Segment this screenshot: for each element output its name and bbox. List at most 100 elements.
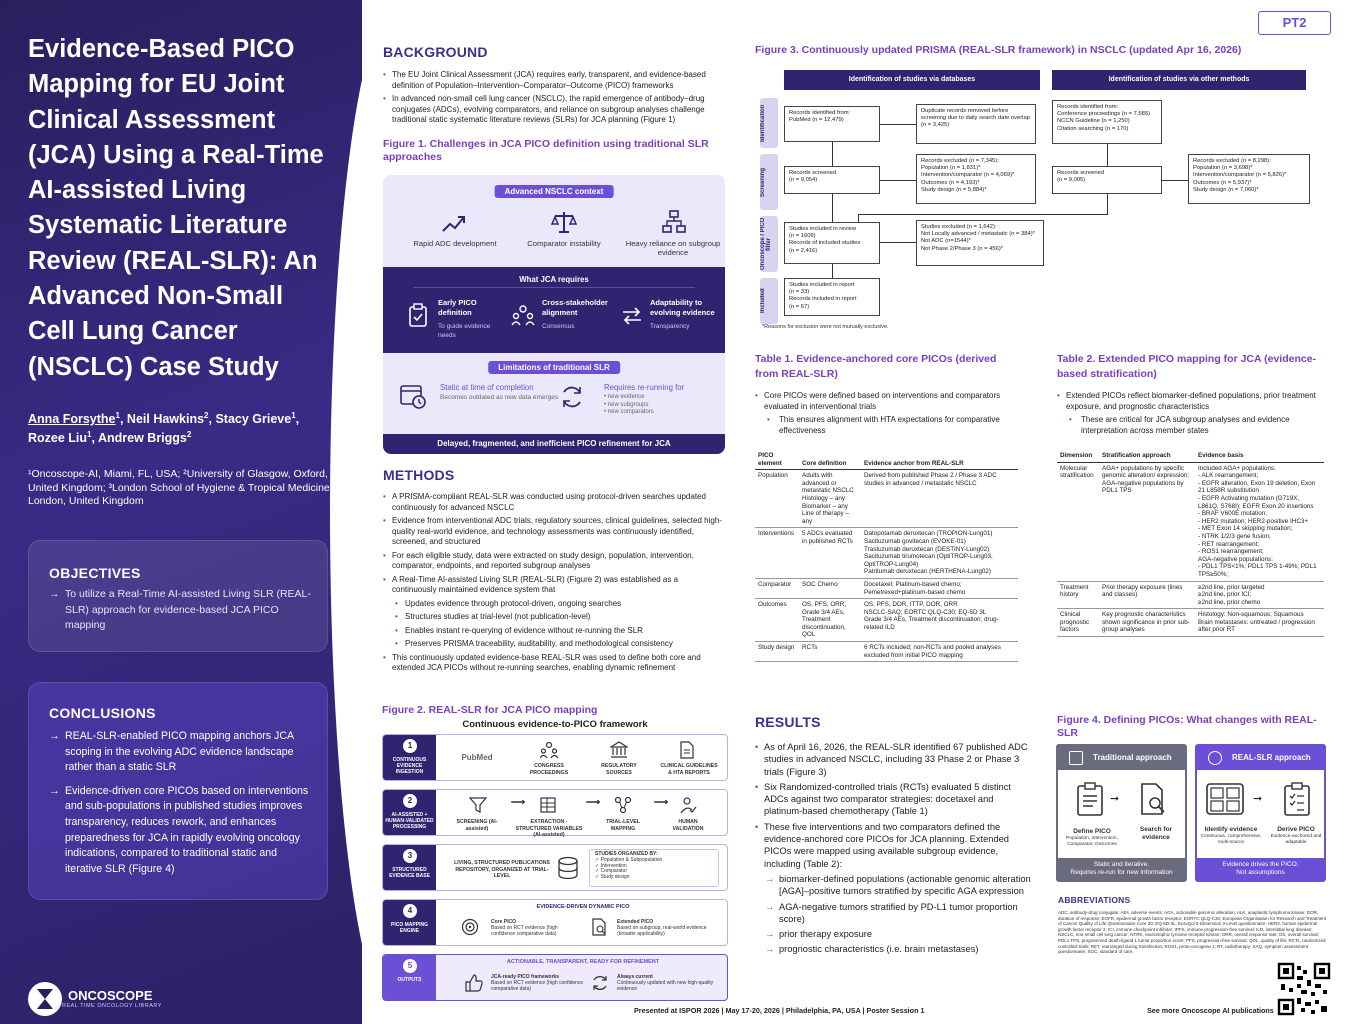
organized-item: ✓ Population & Subpopulation — [595, 856, 663, 863]
organized-label: STUDIES ORGANIZED BY: — [595, 851, 658, 857]
background-list: The EU Joint Clinical Assessment (JCA) r… — [383, 70, 723, 129]
methods-subitem: Enables instant re-querying of evidence … — [383, 626, 723, 637]
logo-name: ONCOSCOPE — [68, 988, 153, 1003]
oncoscope-logo: ONCOSCOPE REAL TIME ONCOLOGY LIBRARY — [28, 982, 162, 1016]
organized-item: ✓ Study design — [595, 874, 630, 881]
figure2-subtitle: Continuous evidence-to-PICO framework — [462, 719, 648, 730]
limits-pill: Limitations of traditional SLR — [488, 361, 620, 374]
author-name: Stacy Grieve — [215, 412, 292, 427]
framework-row: AI-ASSISTED + HUMAN-VALIDATED PROCESSING… — [382, 789, 728, 838]
process-label: SCREENING (AI-assisted) — [456, 819, 498, 832]
table-cell: Derived from published Phase 2 / Phase 3… — [861, 469, 1018, 529]
balance-scale-icon — [551, 212, 577, 233]
table-cell: Population — [755, 469, 799, 529]
calendar-clock-icon — [400, 385, 426, 409]
step-title: Derive PICO — [1277, 826, 1315, 833]
table-cell: Histology: Non-squamous; Squamous Brain … — [1195, 608, 1324, 638]
extended-pico-title: Extended PICO — [617, 919, 654, 925]
requirement-title: Early PICO definition — [438, 298, 477, 317]
arrow-icon: ➞ — [1253, 793, 1263, 805]
table-row: Study design RCTs 6 RCTs included; non-R… — [755, 641, 1018, 663]
see-more-link[interactable]: See more Oncoscope AI publications — [1147, 1006, 1274, 1015]
context-pill: Advanced NSCLC context — [494, 185, 614, 198]
swap-arrows-icon — [623, 307, 641, 325]
conclusion-item: REAL-SLR-enabled PICO mapping anchors JC… — [49, 729, 313, 776]
methods-list: A PRISMA-compliant REAL-SLR was conducte… — [383, 492, 723, 677]
table-row: Clinical prognostic factors Key prognost… — [1057, 608, 1324, 638]
results-item: Six Randomized-controlled trials (RCTs) … — [755, 781, 1031, 818]
column-header: Evidence basis — [1195, 450, 1324, 463]
output-title: JCA-ready PICO frameworks — [491, 974, 560, 980]
table-row: Treatment history Prior therapy exposure… — [1057, 581, 1324, 610]
author-list: Anna Forsythe1, Neil Hawkins2, Stacy Gri… — [28, 411, 300, 446]
figure3-title: Figure 3. Continuously updated PRISMA (R… — [755, 44, 1242, 56]
limitation: Static at time of completion Becomes out… — [440, 383, 560, 402]
figure2: CONTINUOUS EVIDENCE INGESTION 1 PubMed C… — [382, 734, 728, 1016]
conclusions-heading: CONCLUSIONS — [49, 705, 156, 721]
connector — [832, 194, 833, 222]
requirement-sub: Transparency — [650, 323, 690, 330]
arrow-icon: ⟶ — [585, 797, 601, 808]
table-cell: ≥2nd line, prior targeted ≥2nd line, pri… — [1195, 581, 1324, 610]
people-icon — [511, 305, 535, 326]
column-header: Evidence anchor from REAL-SLR — [861, 450, 1018, 471]
hourglass-icon — [28, 982, 62, 1016]
figure2-title: Figure 2. REAL-SLR for JCA PICO mapping — [382, 704, 598, 716]
logo-tagline: REAL TIME ONCOLOGY LIBRARY — [62, 1003, 162, 1009]
requirement-sub: Consensus — [542, 323, 575, 330]
presentation-footer: Presented at ISPOR 2026 | May 17-20, 202… — [634, 1006, 925, 1015]
prisma-box: Studies included in review (n = 1609) Re… — [784, 222, 880, 264]
outputs-label: ACTIONABLE, TRANSPARENT, READY FOR REFIN… — [506, 959, 660, 965]
poster-code-badge: PT2 — [1258, 11, 1331, 35]
row-number: 5 — [403, 959, 417, 973]
objectives-box: OBJECTIVES To utilize a Real-Time AI-ass… — [28, 540, 328, 652]
left-panel: Evidence-Based PICO Mapping for EU Joint… — [0, 0, 362, 1024]
approach-header: Traditional approach — [1058, 746, 1185, 770]
table2: Dimension Stratification approach Eviden… — [1057, 450, 1324, 638]
engine-label: EVIDENCE-DRIVEN DYNAMIC PICO — [536, 904, 630, 910]
methods-item: A PRISMA-compliant REAL-SLR was conducte… — [383, 492, 723, 513]
process-label: EXTRACTION - STRUCTURED VARIABLES (AI-as… — [515, 819, 583, 838]
table2-bullet: Extended PICOs reflect biomarker-defined… — [1057, 391, 1327, 412]
framework-row: STRUCTURED EVIDENCE BASE 3 LIVING, STRUC… — [382, 844, 728, 891]
step-sub: Population, Intervention, Comparator, Ou… — [1066, 836, 1118, 847]
connector — [880, 180, 916, 181]
connector — [880, 124, 916, 125]
table-cell: 6 RCTs included; non-RCTs and pooled ana… — [861, 641, 1018, 663]
stage-label: Included — [760, 278, 778, 324]
methods-heading: METHODS — [383, 467, 455, 483]
database-icon — [558, 856, 578, 880]
divider — [413, 287, 695, 288]
author-name: Andrew Briggs — [97, 431, 187, 446]
repository-label: LIVING, STRUCTURED PUBLICATIONS REPOSITO… — [454, 860, 550, 879]
connector — [858, 214, 1108, 215]
table1: PICO element Core definition Evidence an… — [755, 450, 1018, 663]
table2-title: Table 2. Extended PICO mapping for JCA (… — [1057, 353, 1317, 380]
prisma-box: Duplicate records removed before screeni… — [916, 104, 1036, 144]
poster-title: Evidence-Based PICO Mapping for EU Joint… — [28, 35, 324, 381]
stage-label: Screening — [760, 154, 778, 210]
table-cell: Study design — [755, 641, 799, 663]
table-cell: RCTs — [799, 641, 861, 663]
table-cell: OS, PFS, DOR, ITTP, DOR, ORR NSCLC-SAQ; … — [861, 598, 1018, 643]
table-header-row: Dimension Stratification approach Eviden… — [1057, 450, 1324, 463]
table1-bullet: Core PICOs were defined based on interve… — [755, 391, 1020, 412]
limitation-sub: Becomes outdated as new data emerges — [440, 394, 559, 401]
prisma-box: Records excluded (n = 8,298): Population… — [1188, 154, 1310, 204]
methods-item: This continuously updated evidence-base … — [383, 653, 723, 674]
conclusions-box: CONCLUSIONS REAL-SLR-enabled PICO mappin… — [28, 682, 328, 900]
arrow-icon: ⟶ — [653, 797, 669, 808]
table-cell: Comparator — [755, 578, 799, 600]
objective-item: To utilize a Real-Time AI-assisted Livin… — [49, 587, 313, 634]
table1-title: Table 1. Evidence-anchored core PICOs (d… — [755, 353, 997, 380]
clock-icon — [1208, 751, 1222, 765]
table-cell: SOC Chemo — [799, 578, 861, 600]
requirement-title: Cross-stakeholder alignment — [542, 298, 608, 317]
qr-code-icon[interactable] — [1277, 962, 1331, 1016]
clipboard-list-icon — [1077, 782, 1103, 816]
limitation-item: • new comparators — [604, 409, 654, 415]
